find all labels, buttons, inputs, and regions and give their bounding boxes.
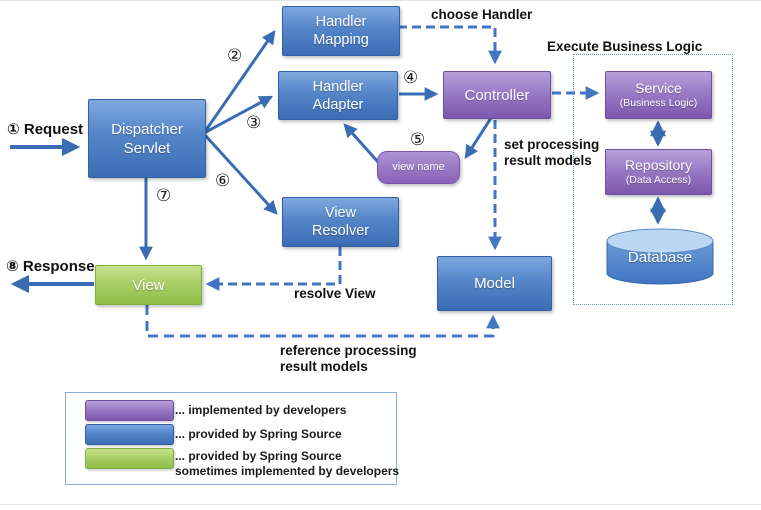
label-choose-handler: choose Handler: [431, 7, 533, 22]
business-logic-region: [573, 54, 733, 305]
dashed-resolver-to-view: [205, 247, 342, 291]
node-handler-adapter: Handler Adapter: [278, 71, 398, 120]
step-6: ⑥: [215, 171, 231, 191]
step-7: ⑦: [156, 186, 172, 206]
step-response: ⑧ Response: [6, 258, 95, 275]
repository-label: Repository: [625, 157, 692, 173]
dashed-choose-handler: [398, 25, 502, 65]
step-2: ②: [227, 46, 243, 66]
arrow-to-handler-mapping: [202, 30, 276, 134]
dashed-view-to-model: [145, 305, 500, 338]
node-view-resolver: View Resolver: [282, 197, 399, 247]
service-label: Service: [635, 80, 682, 96]
repository-sublabel: (Data Access): [625, 174, 692, 186]
label-resolve-view: resolve View: [294, 286, 376, 301]
step-4: ④: [403, 68, 419, 88]
step-3: ③: [246, 113, 262, 133]
database-cylinder: [606, 228, 714, 285]
legend-swatch-purple: [85, 400, 174, 421]
label-set-processing: set processing result models: [504, 137, 600, 168]
node-view: View: [95, 265, 202, 305]
arrow-to-handler-adapter: [203, 95, 274, 135]
node-dispatcher-servlet: Dispatcher Servlet: [88, 99, 206, 178]
node-model: Model: [437, 256, 552, 311]
legend-swatch-blue: [85, 424, 174, 445]
node-controller: Controller: [443, 71, 551, 119]
node-repository: Repository (Data Access): [605, 149, 712, 195]
node-handler-mapping: Handler Mapping: [282, 6, 400, 56]
arrow-view-name-to-adapter: [343, 123, 380, 163]
step-5: ⑤: [410, 130, 426, 150]
legend-text-spring: ... provided by Spring Source: [175, 427, 342, 441]
arrow-to-view-resolver: [202, 132, 278, 215]
label-execute-business-logic: Execute Business Logic: [547, 39, 703, 54]
legend-swatch-green: [85, 448, 174, 469]
arrow-controller-to-view-name: [464, 117, 493, 160]
bottom-divider: [0, 504, 761, 505]
label-reference-processing: reference processing result models: [280, 343, 417, 374]
step-request: ① Request: [7, 121, 84, 138]
node-service: Service (Business Logic): [605, 71, 712, 119]
legend-text-developers: ... implemented by developers: [175, 403, 347, 417]
legend-text-spring-sometimes: ... provided by Spring Source sometimes …: [175, 449, 400, 478]
service-sublabel: (Business Logic): [619, 97, 698, 109]
node-view-name: view name: [377, 151, 460, 184]
node-database-label: Database: [627, 249, 693, 266]
